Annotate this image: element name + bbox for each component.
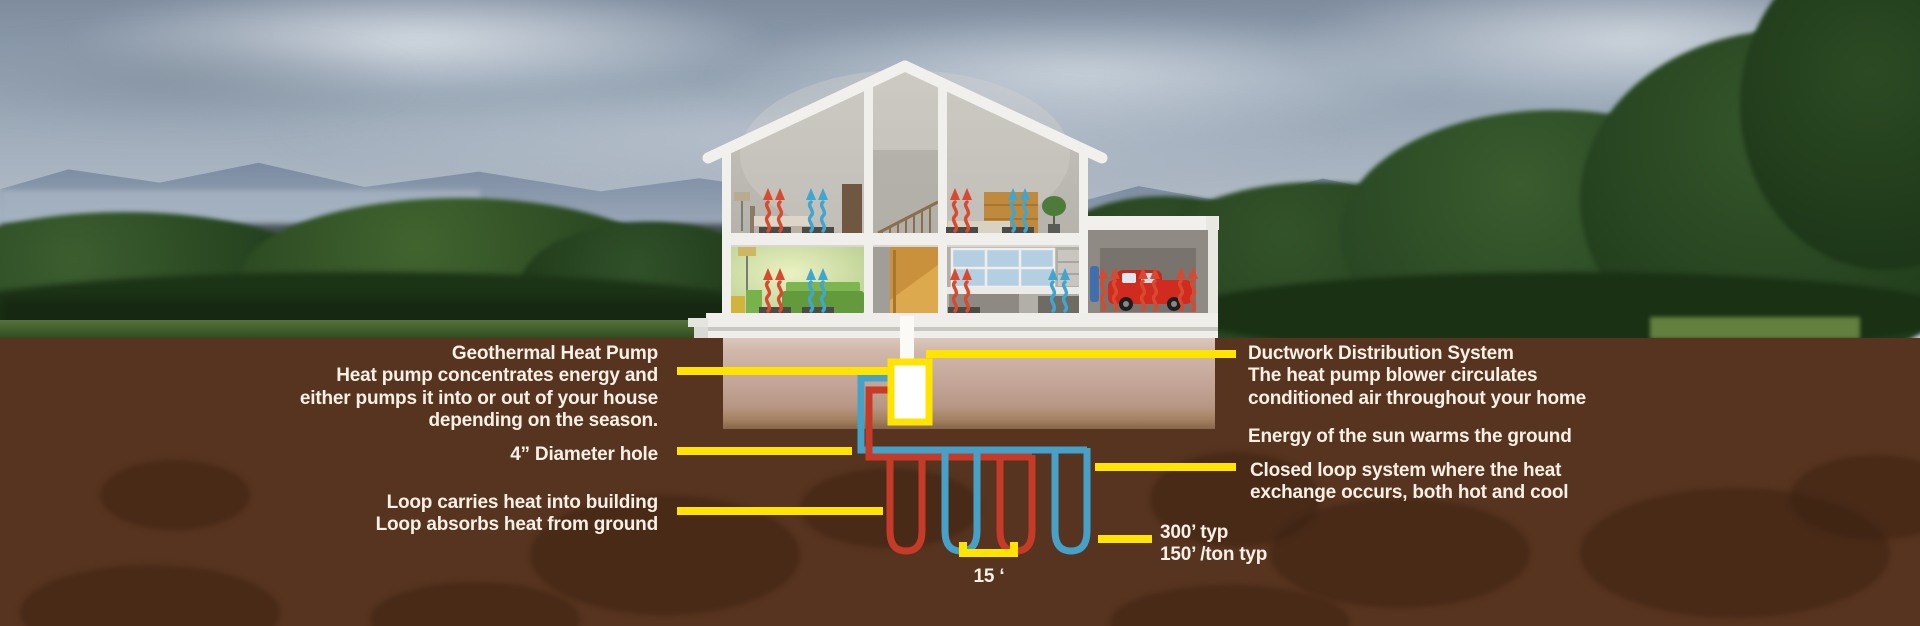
ductwork-label: Ductwork Distribution System The heat pu… <box>1248 343 1586 409</box>
second-floor-slab <box>722 233 1083 245</box>
borehole-loop-cold <box>1051 448 1091 555</box>
borehole-loop-cold <box>941 448 981 555</box>
ductwork-title: Ductwork Distribution System <box>1248 343 1514 364</box>
spacing-bracket <box>959 542 1018 557</box>
heat-pump-unit <box>887 358 933 426</box>
depth-label: 300’ typ 150’ /ton typ <box>1160 522 1268 566</box>
supply-duct <box>900 316 914 366</box>
leader-lines <box>677 350 1236 557</box>
right-wall <box>1079 150 1088 316</box>
garage <box>1083 216 1219 326</box>
spacing-label: 15 ‘ <box>973 566 1005 587</box>
geothermal-label: Geothermal Heat Pump Heat pump concentra… <box>299 343 658 432</box>
grass-strip <box>0 320 730 339</box>
floor-vents <box>759 227 1034 313</box>
soil-rock <box>1790 455 1920 540</box>
wall-stud <box>864 80 873 316</box>
loop-label: Loop carries heat into building Loop abs… <box>375 492 659 536</box>
sun-label: Energy of the sun warms the ground <box>1248 426 1572 447</box>
stair-railing <box>877 200 939 235</box>
borehole-loop-hot <box>886 455 926 555</box>
floor-shadow <box>722 245 1083 247</box>
hall-stairs <box>890 247 942 316</box>
roof-right-slope <box>899 60 1108 164</box>
borehole-loop-hot <box>996 455 1036 555</box>
closed-loop-label: Closed loop system where the heat exchan… <box>1250 460 1569 504</box>
geothermal-title: Geothermal Heat Pump <box>451 343 658 364</box>
foundation-slab <box>688 313 1218 338</box>
wall-stud <box>938 80 947 316</box>
kitchen <box>947 247 1083 316</box>
diameter-label: 4” Diameter hole <box>510 444 658 465</box>
soil-rock <box>100 460 250 530</box>
roof-left-slope <box>702 60 911 164</box>
bedroom-right <box>948 192 1066 233</box>
water-heater <box>1090 266 1099 302</box>
cloud <box>0 30 420 130</box>
left-wall <box>722 150 731 316</box>
grass-patch <box>1650 317 1860 339</box>
